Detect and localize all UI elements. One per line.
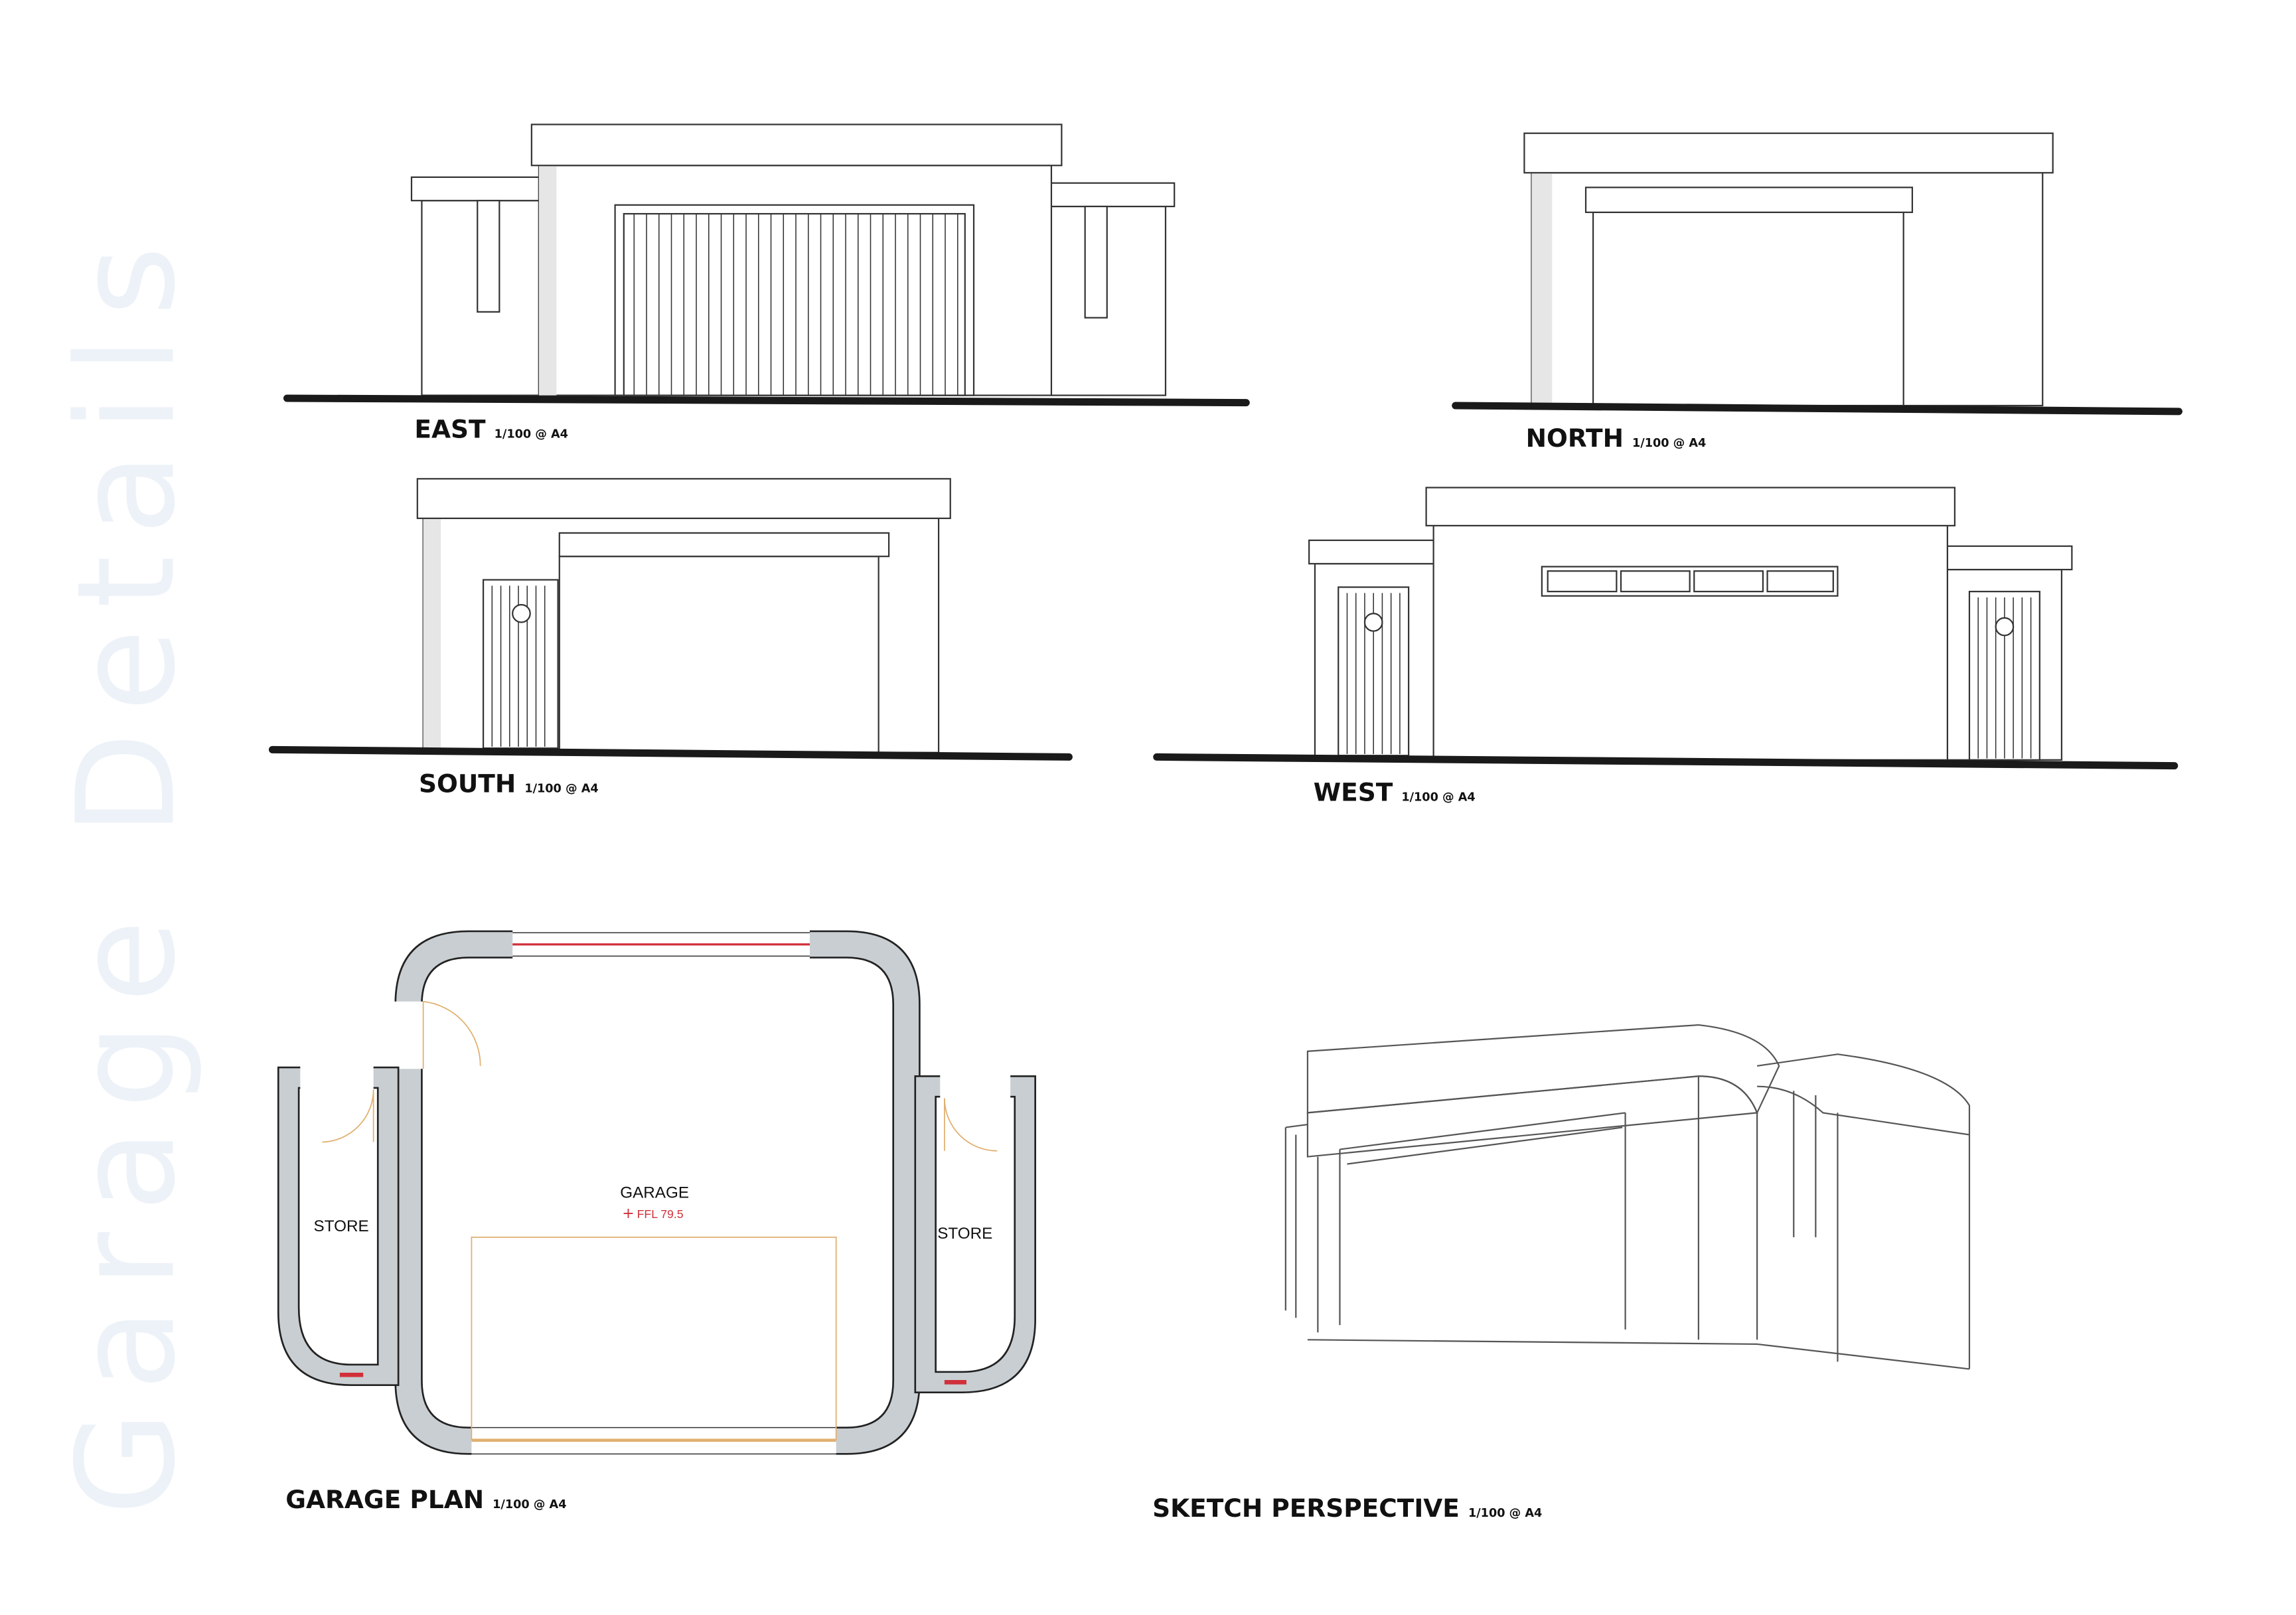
west-title: WEST 1/100 @ A4 — [1314, 778, 1476, 807]
watermark-title: Garage Details — [48, 226, 204, 1515]
south-elevation — [268, 478, 1073, 761]
garage-door-slats — [633, 214, 958, 396]
ffl-level: FFL 79.5 — [637, 1207, 684, 1221]
sketch-perspective — [1284, 1024, 1971, 1370]
west-elevation — [1153, 487, 2179, 770]
room-label-store-left: STORE — [314, 1217, 369, 1235]
north-elevation — [1452, 132, 2182, 416]
level-marker-icon: + — [622, 1205, 634, 1222]
room-label-garage: GARAGE — [620, 1184, 689, 1201]
room-label-store-right: STORE — [937, 1225, 992, 1243]
east-elevation — [283, 123, 1250, 407]
plan-title: GARAGE PLAN 1/100 @ A4 — [285, 1485, 566, 1514]
south-title: SOUTH 1/100 @ A4 — [419, 769, 599, 798]
garage-plan: GARAGE + FFL 79.5 STORE STORE — [277, 929, 1036, 1456]
door-slats — [491, 585, 546, 747]
east-title: EAST 1/100 @ A4 — [414, 415, 568, 444]
north-title: NORTH 1/100 @ A4 — [1526, 423, 1707, 453]
perspective-title: SKETCH PERSPECTIVE 1/100 @ A4 — [1152, 1494, 1542, 1523]
